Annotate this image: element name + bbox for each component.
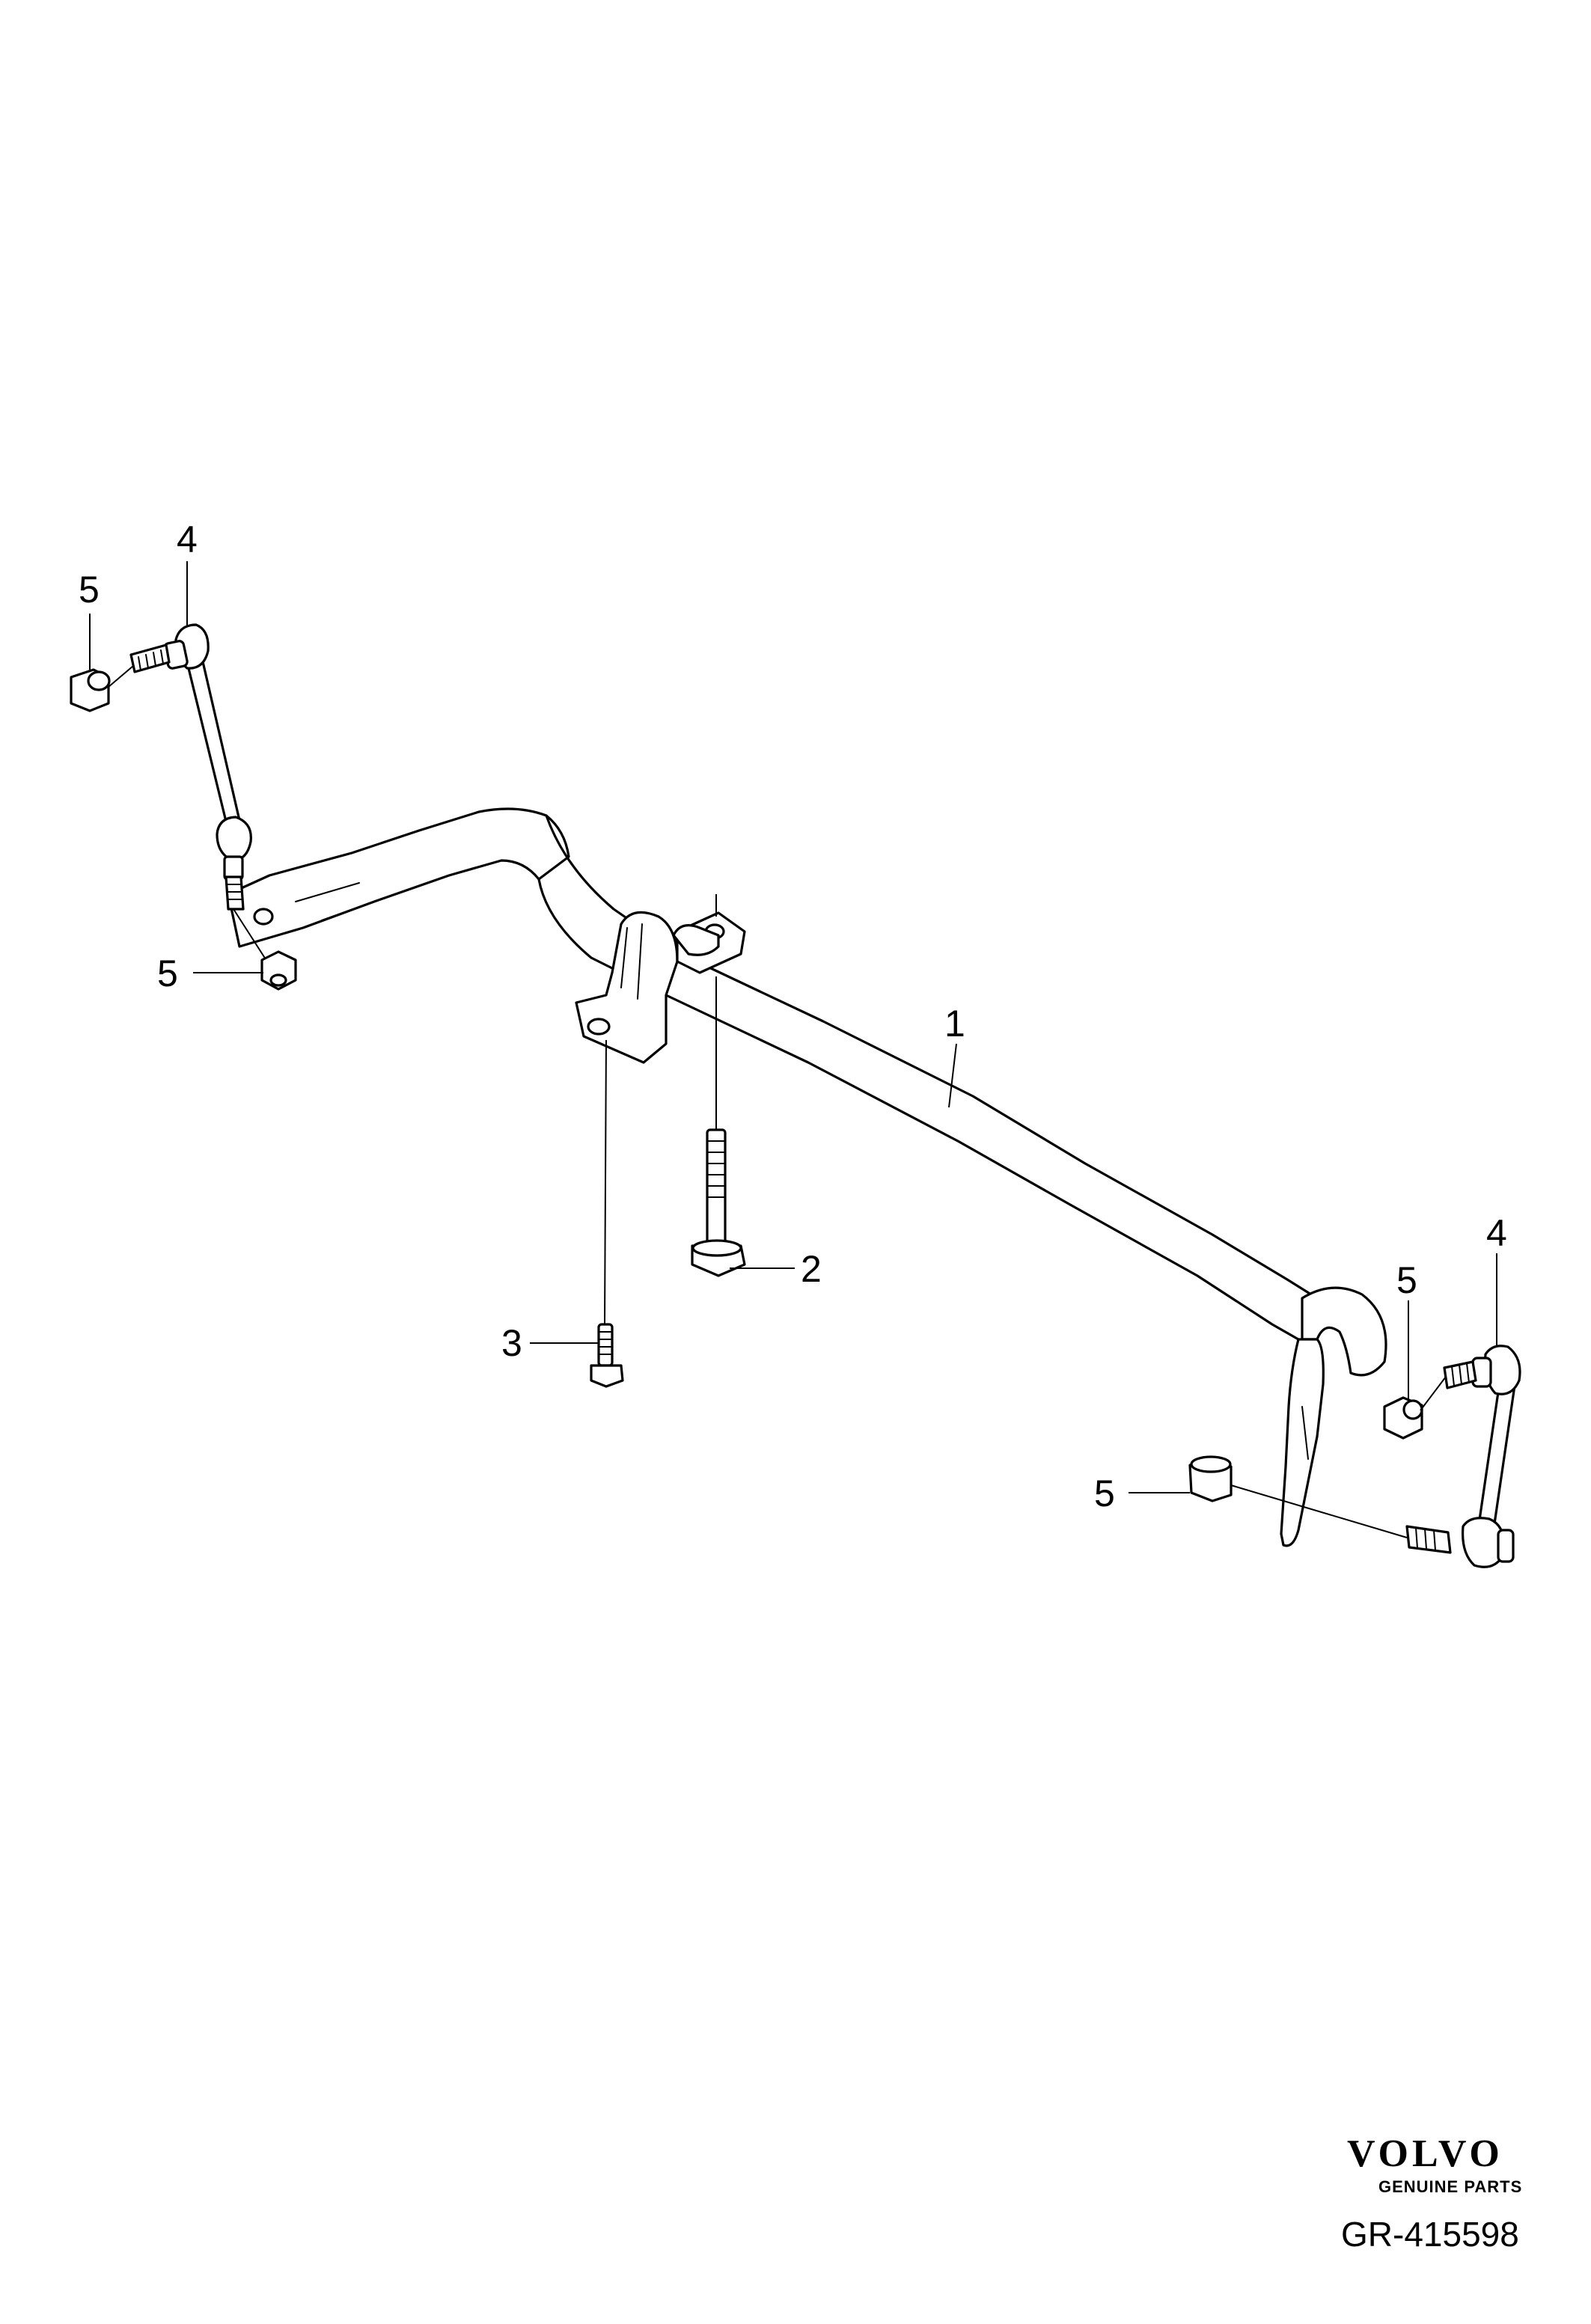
- bushing-bracket: [575, 911, 746, 1064]
- callout-leaders: [89, 561, 1497, 1493]
- bolt-long: [691, 1128, 746, 1277]
- callout-bolt-short: 3: [501, 1322, 522, 1364]
- nut-mid-left: [260, 950, 297, 991]
- callout-nut-mid-left: 5: [157, 952, 178, 994]
- logo-brand: VOLVO: [1347, 2132, 1503, 2175]
- logo-tagline: GENUINE PARTS: [1378, 2177, 1522, 2196]
- nut-top-right: [1383, 1396, 1423, 1440]
- callout-link-left: 4: [177, 519, 198, 560]
- stabilizer-link-right: [1405, 1345, 1521, 1568]
- callout-stabilizer-bar: 1: [944, 1003, 965, 1045]
- callout-nut-top-right: 5: [1396, 1259, 1417, 1301]
- callout-bolt-long: 2: [801, 1248, 822, 1290]
- stabilizer-bar: [227, 807, 1387, 1547]
- stabilizer-link-left: [129, 623, 252, 911]
- callout-link-right: 4: [1486, 1212, 1507, 1254]
- bolt-short: [590, 1323, 624, 1388]
- callout-nut-top-left: 5: [79, 569, 100, 611]
- reference-code: GR-415598: [1341, 2215, 1519, 2254]
- callout-nut-bottom-right: 5: [1094, 1473, 1115, 1514]
- nut-top-left: [70, 668, 111, 712]
- nut-bottom-right: [1188, 1455, 1233, 1502]
- assembly-lines: [108, 665, 1447, 1538]
- volvo-logo: VOLVO GENUINE PARTS: [1347, 2132, 1522, 2196]
